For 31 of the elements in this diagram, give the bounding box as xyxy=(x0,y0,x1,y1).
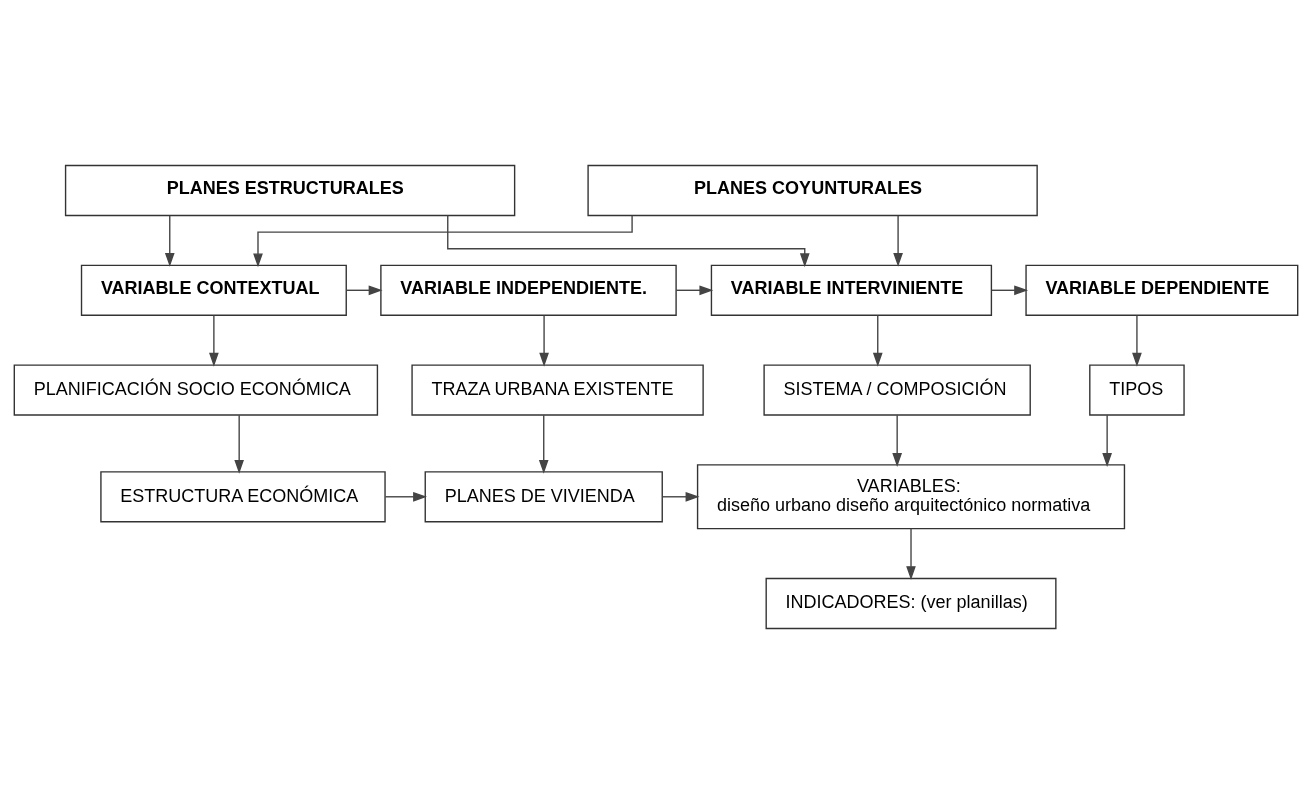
node-box: VARIABLES: diseño urbano diseño arquitectónico normativa xyxy=(696,464,1126,530)
arrow xyxy=(990,285,1029,296)
node-box: PLANES ESTRUCTURALES xyxy=(64,164,516,217)
arrow xyxy=(906,528,916,581)
arrow xyxy=(1132,314,1142,367)
arrow xyxy=(234,414,245,474)
arrow xyxy=(1102,414,1112,467)
arrow xyxy=(892,414,902,467)
node-box: PLANES DE VIVIENDA xyxy=(424,471,663,523)
arrow xyxy=(345,285,383,296)
node-box: VARIABLE DEPENDIENTE xyxy=(1025,264,1299,316)
arrow xyxy=(164,214,175,267)
node-box: VARIABLE CONTEXTUAL xyxy=(80,264,347,316)
arrow xyxy=(384,491,427,502)
arrow xyxy=(661,491,700,502)
arrow xyxy=(447,214,810,268)
node-box: TRAZA URBANA EXISTENTE xyxy=(411,364,704,416)
node-box: PLANES COYUNTURALES xyxy=(587,164,1038,217)
node-box: SISTEMA / COMPOSICIÓN xyxy=(763,364,1031,416)
arrow xyxy=(872,314,883,367)
arrow xyxy=(893,214,903,267)
node-box: ESTRUCTURA ECONÓMICA xyxy=(100,471,386,523)
node-box: VARIABLE INTERVINIENTE xyxy=(710,264,993,316)
arrow xyxy=(209,314,219,367)
node-box: VARIABLE INDEPENDIENTE. xyxy=(380,264,677,316)
node-box: INDICADORES: (ver planillas) xyxy=(765,577,1057,630)
arrow xyxy=(675,285,714,296)
node-box: PLANIFICACIÓN SOCIO ECONÓMICA xyxy=(13,364,379,416)
arrow xyxy=(538,414,549,474)
node-box: TIPOS xyxy=(1089,364,1185,416)
arrow xyxy=(539,314,549,367)
